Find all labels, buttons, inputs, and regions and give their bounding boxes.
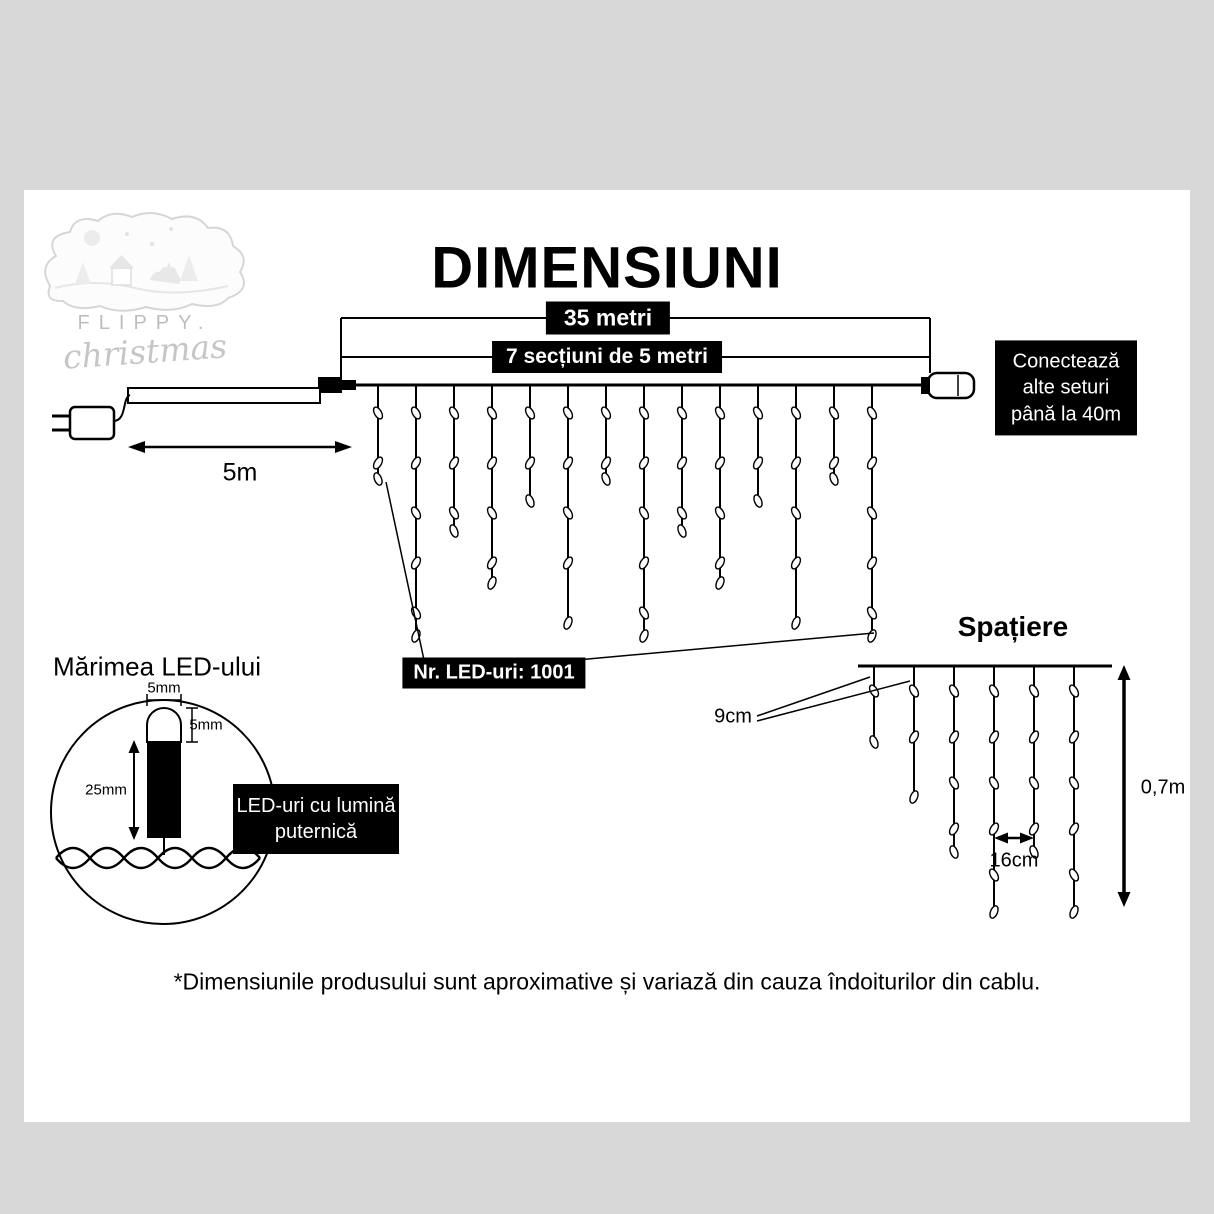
connect-note-box: Conectează alte seturi până la 40m: [995, 340, 1137, 436]
led-body-height-label: 25mm: [85, 781, 127, 799]
led-size-heading: Mărimea LED-ului: [52, 651, 262, 682]
drop-height-label: 0,7m: [1140, 776, 1186, 799]
brand-logo: FLIPPY. christmas: [30, 208, 260, 383]
total-length-box: 35 metri: [545, 301, 671, 335]
sections-box: 7 secțiuni de 5 metri: [492, 341, 722, 373]
page-title: DIMENSIUNI: [431, 235, 783, 301]
footnote: *Dimensiunile produsului sunt aproximati…: [173, 968, 1041, 995]
led-count-box: Nr. LED-uri: 1001: [402, 657, 586, 689]
drop-gap-label: 9cm: [714, 705, 752, 728]
logo-brand-text: FLIPPY.: [77, 312, 213, 334]
led-brightness-box: LED-uri cu lumină puternică: [233, 784, 399, 854]
spacing-heading: Spațiere: [957, 611, 1069, 642]
logo-cloud-illustration: [44, 212, 245, 312]
led-width-label: 5mm: [147, 679, 181, 697]
led-cap-height-label: 5mm: [189, 716, 223, 734]
lead-length-label: 5m: [222, 458, 258, 487]
bulb-gap-label: 16cm: [989, 849, 1039, 872]
